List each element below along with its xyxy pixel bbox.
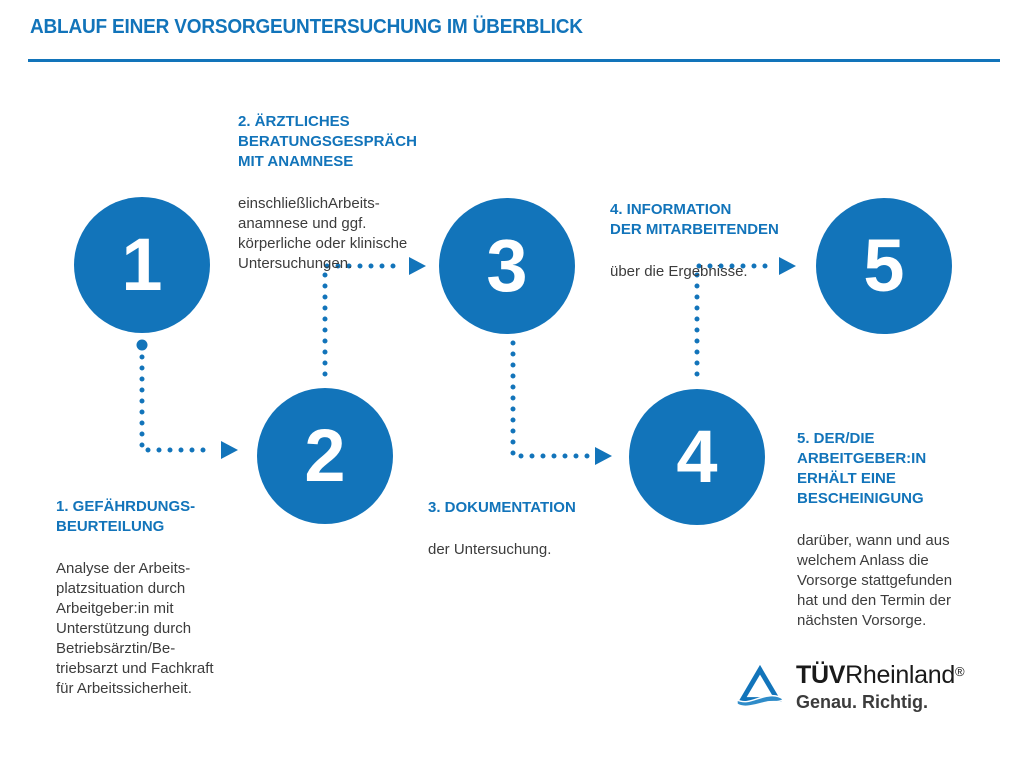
step-text-1: 1. GEFÄHRDUNGS- BEURTEILUNG Analyse der …: [56, 477, 256, 719]
arrow-path-4-5: [694, 263, 776, 377]
arrow-path-3-4: [510, 340, 593, 459]
step-body-5: darüber, wann und aus welchem Anlass die…: [797, 532, 953, 629]
registered-mark: ®: [955, 664, 965, 679]
step-text-4: 4. INFORMATION DER MITARBEITENDEN über d…: [610, 180, 825, 302]
step-heading-1: 1. GEFÄHRDUNGS- BEURTEILUNG: [56, 498, 196, 535]
step-circle-2: 2: [257, 388, 393, 524]
logo-wave: [736, 694, 784, 708]
arrowhead-3-4: [595, 447, 612, 465]
step-text-3: 3. DOKUMENTATION der Untersuchung.: [428, 478, 628, 580]
logo-tagline: Genau. Richtig.: [796, 692, 929, 712]
step-text-2: 2. ÄRZTLICHES BERATUNGSGESPRÄCH MIT ANAM…: [238, 92, 453, 294]
step-heading-5: 5. DER/DIE ARBEITGEBER:IN ERHÄLT EINE BE…: [797, 430, 927, 507]
step-number-1: 1: [121, 223, 163, 306]
step-number-3: 3: [486, 224, 528, 307]
step-circle-1: 1: [74, 197, 210, 333]
step-circle-5: 5: [816, 198, 952, 334]
page-title: ABLAUF EINER VORSORGEUNTERSUCHUNG IM ÜBE…: [30, 16, 583, 38]
arrowhead-1-2: [221, 441, 238, 459]
step-number-2: 2: [304, 414, 346, 497]
step-heading-2: 2. ÄRZTLICHES BERATUNGSGESPRÄCH MIT ANAM…: [238, 113, 417, 170]
step-body-3: der Untersuchung.: [428, 541, 552, 558]
step-heading-4: 4. INFORMATION DER MITARBEITENDEN: [610, 201, 779, 238]
title-divider: [28, 59, 1000, 62]
tuv-rheinland-logo: TÜVRheinland® Genau. Richtig.: [736, 661, 965, 713]
step-heading-3: 3. DOKUMENTATION: [428, 499, 576, 516]
logo-tuv: TÜV: [796, 661, 846, 689]
step-body-2: einschließlichArbeits- anamnese und ggf.…: [238, 195, 408, 272]
logo-rheinland: Rheinland: [845, 661, 955, 689]
arrowhead-4-5: [779, 257, 796, 275]
logo-wordmark: TÜVRheinland®: [796, 661, 965, 689]
step-number-5: 5: [863, 224, 905, 307]
step-number-4: 4: [676, 415, 718, 498]
step-text-5: 5. DER/DIE ARBEITGEBER:IN ERHÄLT EINE BE…: [797, 409, 1007, 651]
step-body-1: Analyse der Arbeits- platzsituation durc…: [56, 560, 214, 697]
arrow-path-1-2: [139, 354, 217, 453]
step-circle-3: 3: [439, 198, 575, 334]
flow-start-dot: [136, 339, 148, 351]
tuv-triangle-icon: [736, 664, 784, 708]
arrow-path-2-3: [322, 263, 407, 377]
step-circle-4: 4: [629, 389, 765, 525]
step-body-4: über die Ergebnisse.: [610, 263, 748, 280]
arrowhead-2-3: [409, 257, 426, 275]
